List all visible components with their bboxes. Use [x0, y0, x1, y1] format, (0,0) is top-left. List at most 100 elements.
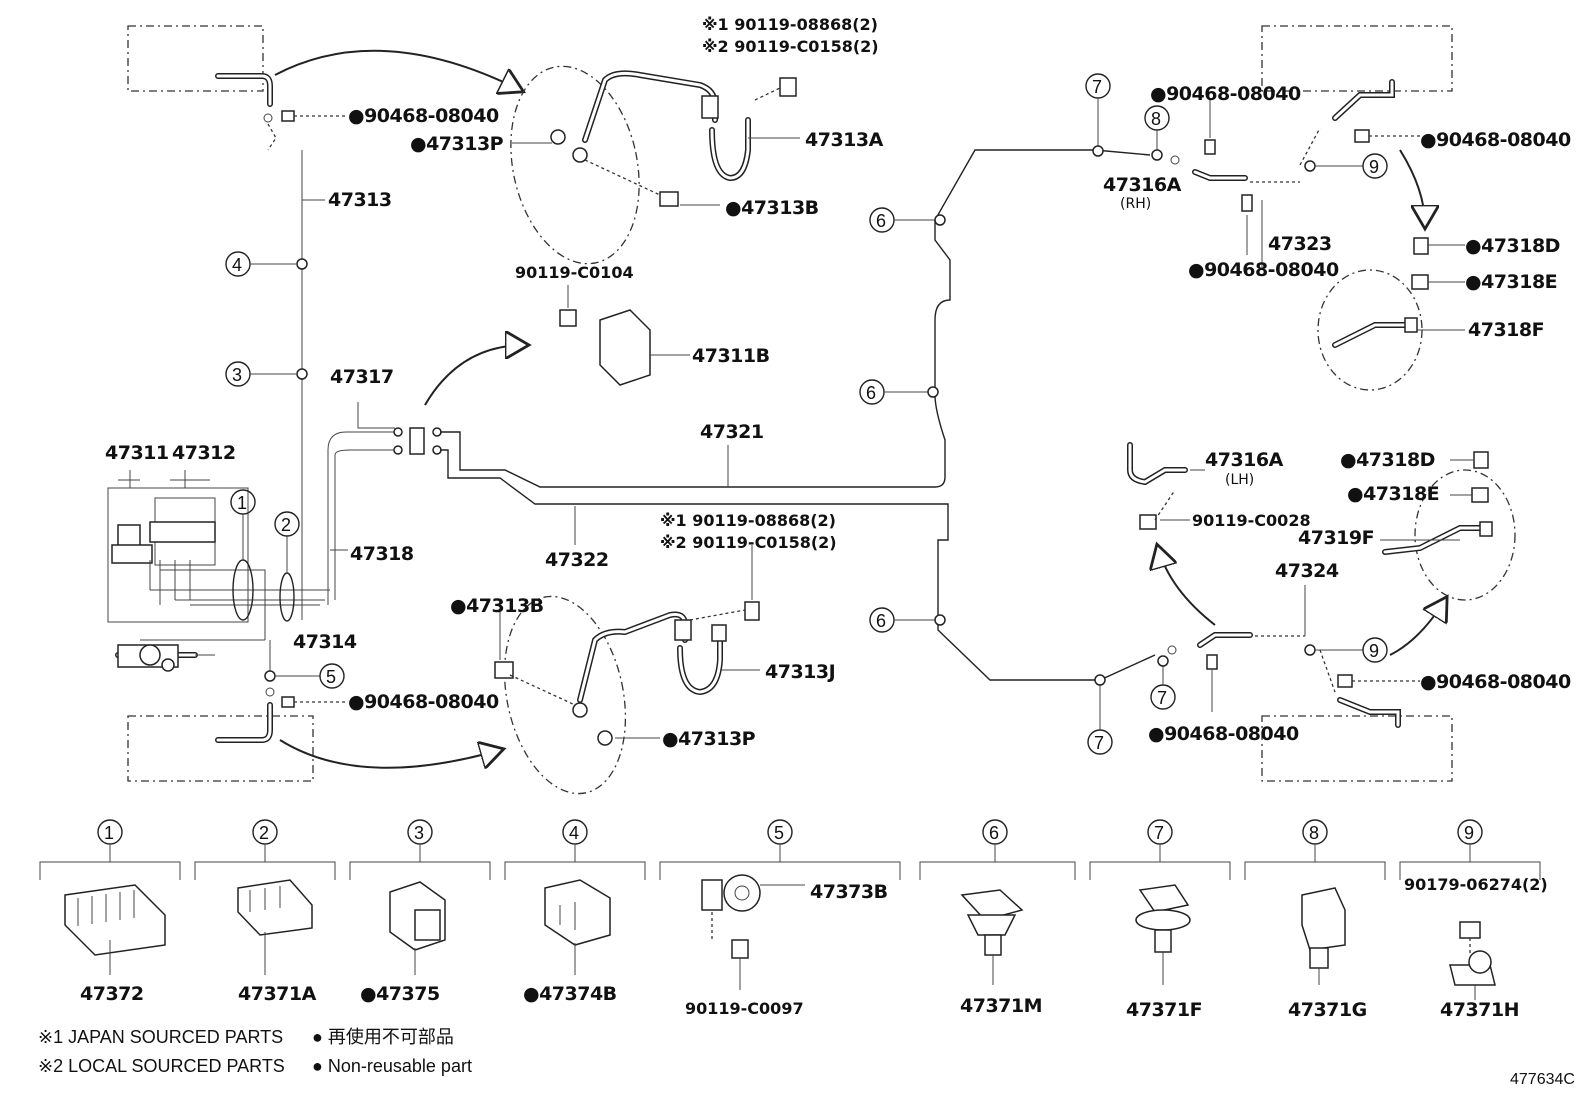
catalog-ref-3: 3 — [407, 819, 433, 845]
label-47313P-bot: ●47313P — [662, 728, 756, 750]
ref-2-marker: 2 — [274, 511, 300, 572]
label-47372: 47372 — [80, 983, 144, 1005]
clamp-47372-shape — [64, 884, 166, 956]
svg-text:1: 1 — [104, 823, 114, 843]
label-47318E-bot: ●47318E — [1347, 483, 1439, 505]
ref-5-marker: 5 — [264, 663, 345, 689]
arrow-rr — [1389, 600, 1445, 656]
label-47322: 47322 — [545, 549, 609, 571]
svg-text:2: 2 — [281, 515, 291, 535]
wheel-box-fr — [1261, 25, 1453, 92]
wheel-box-rr — [1261, 715, 1453, 782]
arrow-fr — [1399, 149, 1425, 225]
label-90468-08040-b: ●90468-08040 — [348, 691, 499, 713]
svg-text:9: 9 — [1464, 823, 1474, 843]
label-47313: 47313 — [328, 189, 392, 211]
svg-text:6: 6 — [876, 611, 886, 631]
clip-47371G-shape — [1301, 887, 1346, 951]
note-bot-local: ※2 90119-C0158(2) — [660, 533, 837, 552]
label-90179-06274: 90179-06274(2) — [1404, 875, 1548, 894]
right-main-lines — [934, 149, 1180, 681]
lh-47316A-detail — [1127, 442, 1205, 530]
label-47313B-bot: ●47313B — [450, 595, 544, 617]
label-47311: 47311 — [105, 442, 169, 464]
svg-text:7: 7 — [1092, 77, 1102, 97]
label-47313A: 47313A — [805, 129, 884, 151]
catalog-ref-2: 2 — [252, 819, 278, 845]
svg-text:6: 6 — [876, 211, 886, 231]
catalog-ref-8: 8 — [1302, 819, 1328, 845]
ref-3-marker: 3 — [225, 361, 308, 387]
label-47318F: 47318F — [1468, 319, 1544, 341]
label-90119-C0104: 90119-C0104 — [515, 263, 634, 282]
svg-text:7: 7 — [1157, 688, 1167, 708]
clip-47371M-shape — [960, 889, 1024, 921]
label-90468-08040-a: ●90468-08040 — [348, 105, 499, 127]
svg-text:4: 4 — [569, 823, 579, 843]
label-47313P-top: ●47313P — [410, 133, 504, 155]
catalog-ref-6: 6 — [982, 819, 1008, 845]
svg-text:9: 9 — [1369, 641, 1379, 661]
svg-text:2: 2 — [259, 823, 269, 843]
label-47375: ●47375 — [360, 983, 440, 1005]
bracket-47373B-shape — [701, 879, 723, 911]
bottom-catalog: 1 2 3 4 5 6 7 8 9 — [39, 819, 1541, 1000]
legend-japan-sourced: ※1 JAPAN SOURCED PARTS — [38, 1027, 283, 1047]
label-47318D-bot: ●47318D — [1340, 449, 1435, 471]
svg-text:8: 8 — [1151, 109, 1161, 129]
legend-local-sourced: ※2 LOCAL SOURCED PARTS — [38, 1056, 285, 1076]
label-47314: 47314 — [293, 631, 357, 653]
nut-90179-06274-shape — [1459, 921, 1481, 939]
svg-text:6: 6 — [989, 823, 999, 843]
label-47312: 47312 — [172, 442, 236, 464]
front-left-caliper-detail — [510, 65, 800, 265]
label-47374B: ●47374B — [523, 983, 617, 1005]
svg-text:8: 8 — [1309, 823, 1319, 843]
label-47316A-lh: 47316A — [1205, 449, 1284, 471]
rear-right-caliper-detail — [1380, 451, 1516, 601]
legend-nonreusable-jp: ● 再使用不可部品 — [312, 1027, 454, 1047]
note-bot-japan: ※1 90119-08868(2) — [660, 511, 836, 530]
label-47317: 47317 — [330, 366, 394, 388]
label-47323: 47323 — [1268, 233, 1332, 255]
ref-7-lower-right: 7 — [1150, 655, 1176, 710]
label-47316A-rh: 47316A — [1103, 174, 1182, 196]
arrow-lh — [1158, 548, 1216, 626]
wheel-box-fl — [127, 25, 264, 92]
svg-text:6: 6 — [866, 383, 876, 403]
label-90468-08040-g: ●90468-08040 — [1148, 723, 1299, 745]
label-47318D-top: ●47318D — [1465, 235, 1560, 257]
catalog-ref-1: 1 — [97, 819, 123, 845]
svg-text:1: 1 — [237, 493, 247, 513]
label-47371F: 47371F — [1126, 999, 1202, 1021]
junction-47317 — [327, 394, 949, 610]
clamp-47371A-shape — [237, 879, 313, 936]
label-47371H: 47371H — [1440, 999, 1519, 1021]
clip-47371F-shape — [1138, 884, 1190, 913]
svg-text:7: 7 — [1154, 823, 1164, 843]
ref-8-top: 8 — [1144, 105, 1170, 161]
front-right-pipe — [1192, 79, 1420, 268]
rear-right-pipe — [1197, 585, 1420, 728]
ref-9-top: 9 — [1304, 153, 1388, 179]
label-90119-C0097: 90119-C0097 — [685, 999, 804, 1018]
label-47371M: 47371M — [960, 995, 1042, 1017]
label-90468-08040-d: ●90468-08040 — [1420, 129, 1571, 151]
ref-4-marker: 4 — [225, 251, 308, 277]
arrow-to-47311B — [424, 345, 525, 406]
rear-left-caliper-detail — [494, 545, 760, 795]
arrow-rl — [279, 739, 500, 768]
note-top-japan: ※1 90119-08868(2) — [702, 15, 878, 34]
label-47313J: 47313J — [765, 661, 835, 683]
catalog-ref-5: 5 — [767, 819, 793, 845]
label-47318E-top: ●47318E — [1465, 271, 1557, 293]
svg-text:3: 3 — [232, 365, 242, 385]
legend-nonreusable-en: ● Non-reusable part — [312, 1056, 472, 1076]
svg-text:4: 4 — [232, 255, 242, 275]
label-47311B: 47311B — [692, 345, 770, 367]
catalog-ref-9: 9 — [1457, 819, 1483, 845]
catalog-ref-7: 7 — [1147, 819, 1173, 845]
label-47371A: 47371A — [238, 983, 317, 1005]
